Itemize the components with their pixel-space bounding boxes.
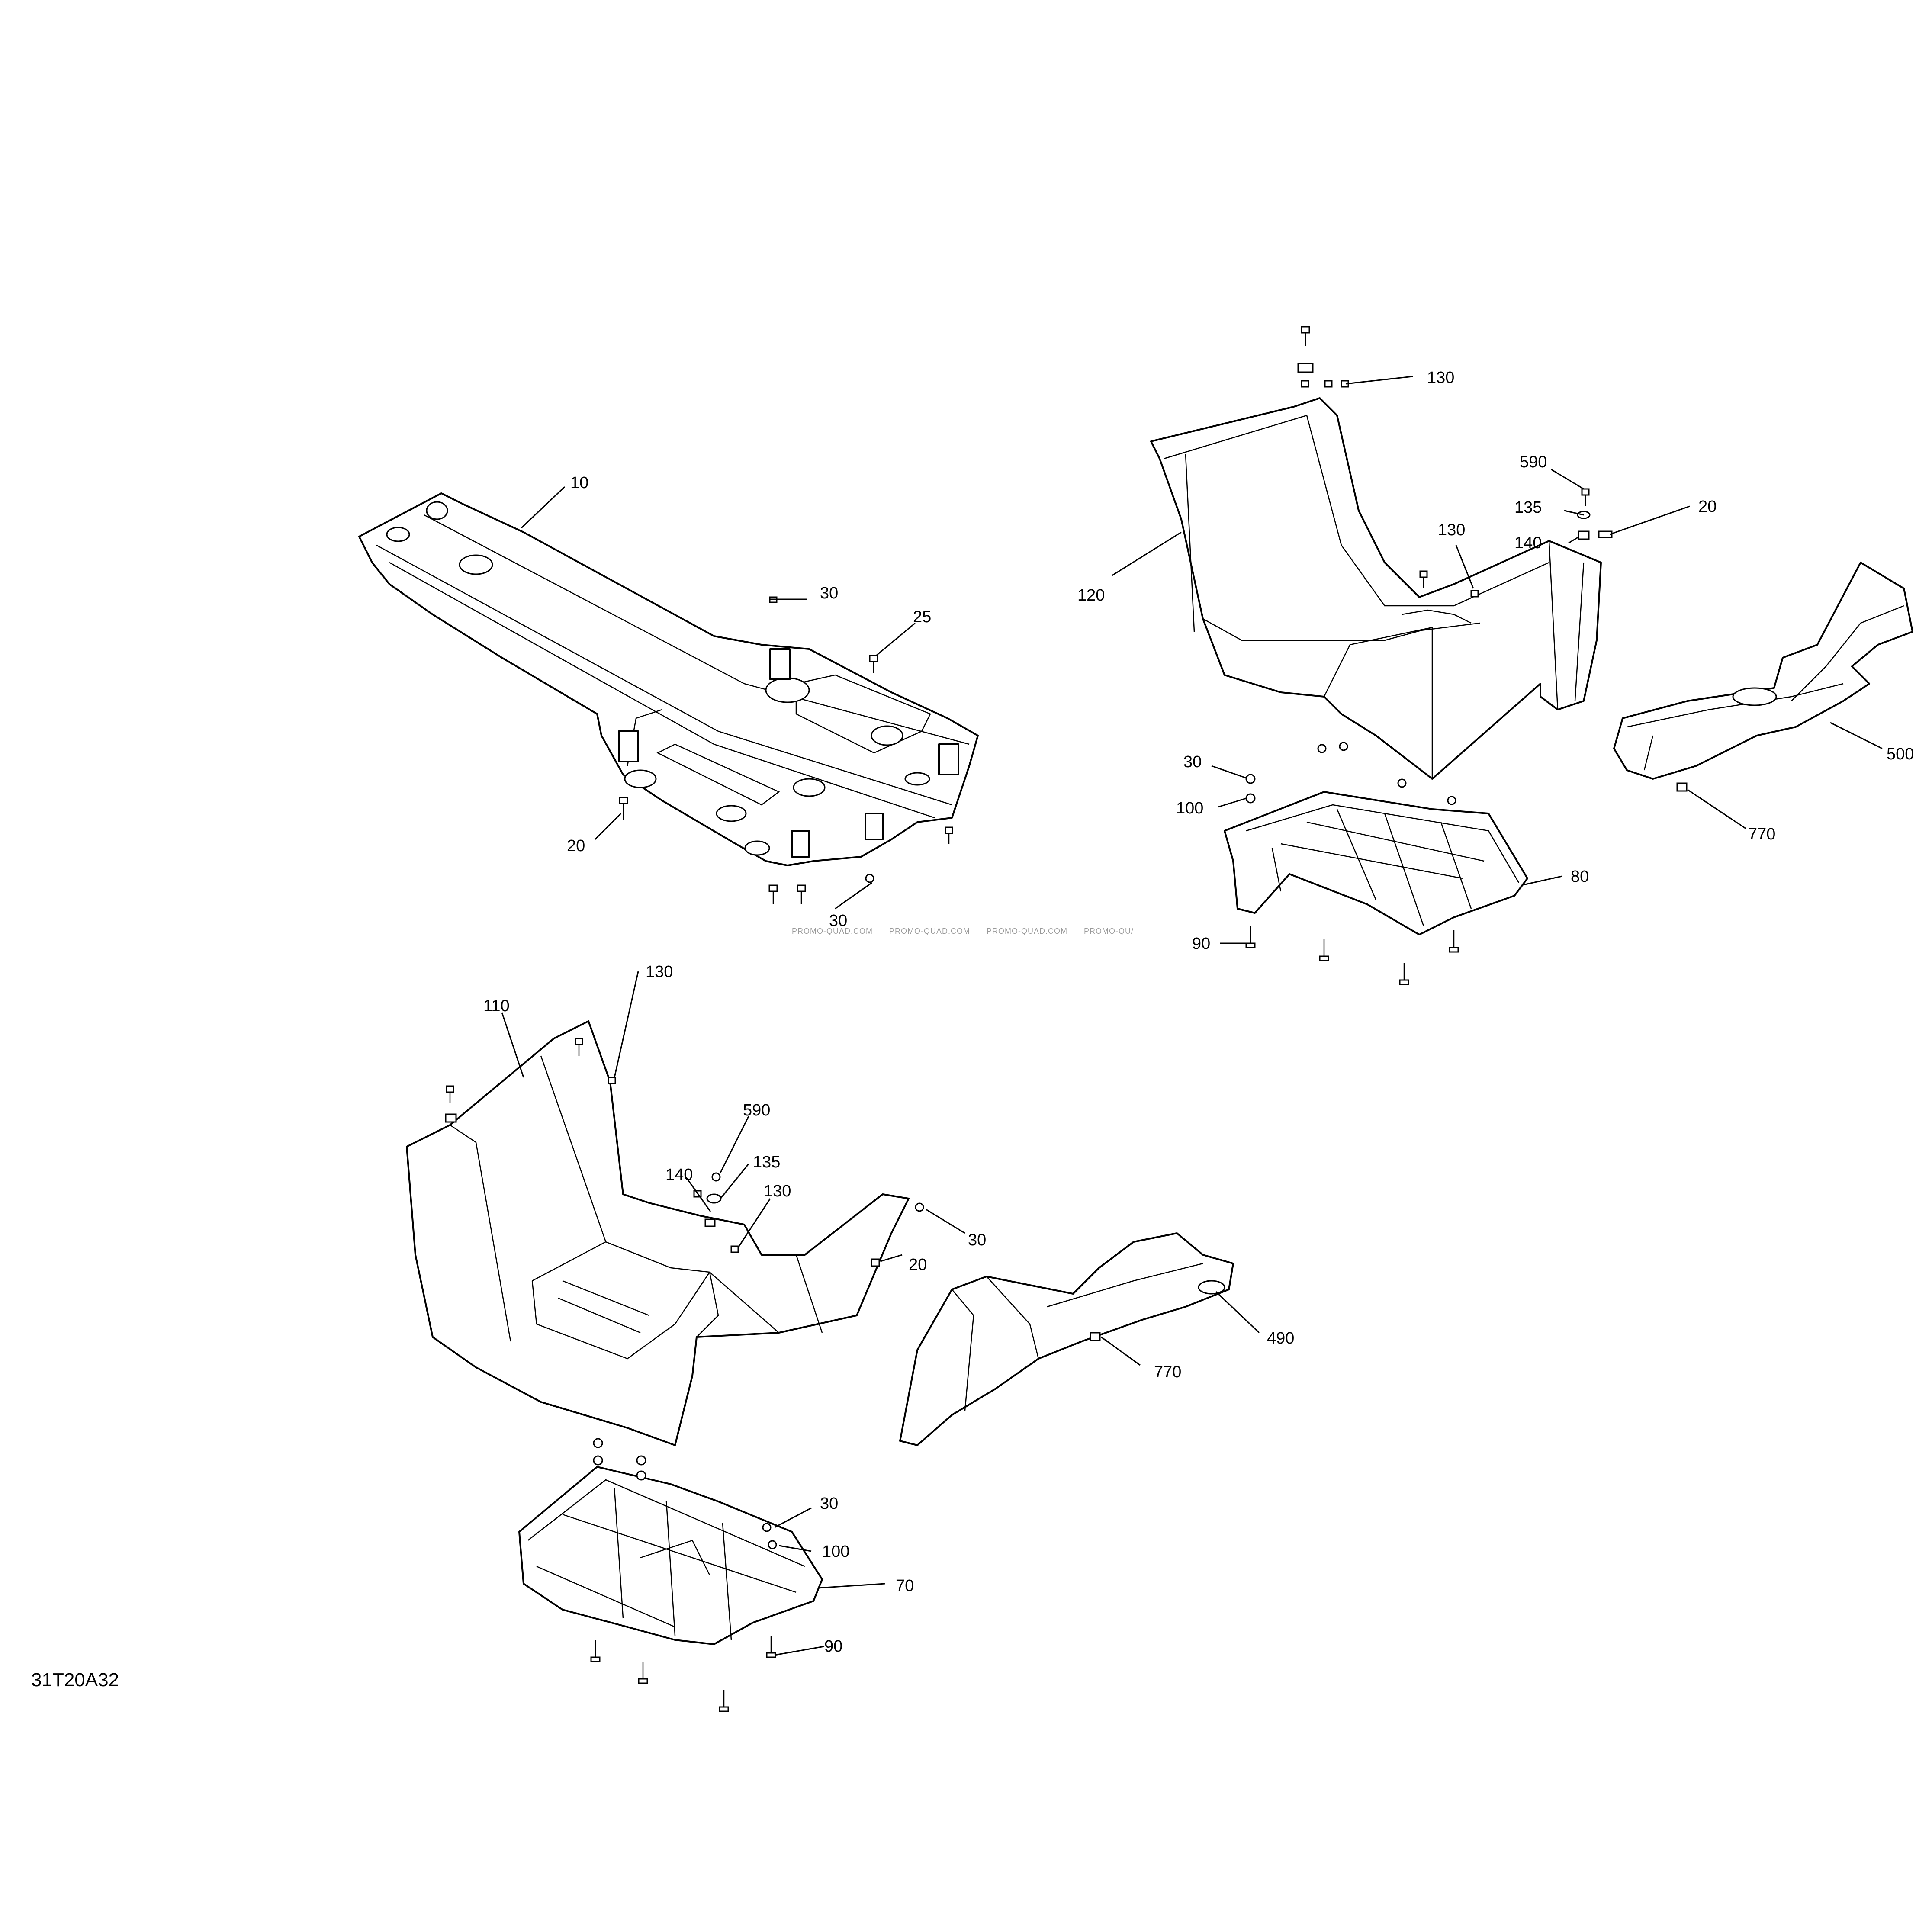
callout-130: 130	[646, 963, 673, 981]
callout-70: 70	[896, 1577, 914, 1595]
part-80-right-footrest	[1224, 791, 1528, 935]
watermark: PROMO-QUAD.COM PROMO-QUAD.COM PROMO-QUAD…	[792, 927, 1134, 935]
callout-30: 30	[968, 1231, 986, 1249]
diagram-id: 31T20A32	[31, 1669, 119, 1691]
part-70-left-footrest	[518, 1466, 823, 1645]
callout-100: 100	[822, 1543, 849, 1561]
callout-20: 20	[909, 1256, 927, 1274]
callout-130: 130	[1427, 369, 1454, 387]
callout-80: 80	[1571, 868, 1589, 886]
part-10-floor-pan	[358, 492, 979, 866]
watermark-2: PROMO-QUAD.COM	[889, 927, 970, 935]
callout-20: 20	[567, 837, 585, 855]
callout-10: 10	[570, 474, 588, 492]
callout-590: 590	[1520, 453, 1547, 471]
callout-110: 110	[483, 997, 510, 1015]
part-490-left-mudguard	[899, 1232, 1234, 1446]
callout-30: 30	[829, 912, 847, 930]
callout-135: 135	[753, 1153, 780, 1171]
callout-140: 140	[665, 1166, 693, 1184]
part-120-right-footwell	[1150, 397, 1602, 780]
callout-120: 120	[1077, 586, 1105, 604]
callout-135: 135	[1514, 498, 1542, 517]
callout-590: 590	[743, 1101, 770, 1119]
leader-lines	[501, 376, 1883, 1656]
callout-90: 90	[1192, 935, 1210, 953]
callouts: 10 30 25 20 30 130 590 135 20 140 130 12…	[483, 369, 1914, 1656]
watermark-4: PROMO-QU/	[1084, 927, 1134, 935]
callout-130: 130	[1438, 521, 1465, 539]
callout-25: 25	[913, 608, 931, 626]
callout-770: 770	[1748, 825, 1775, 843]
callout-100: 100	[1176, 799, 1203, 817]
callout-30: 30	[820, 584, 838, 602]
callout-30: 30	[820, 1495, 838, 1513]
callout-130: 130	[764, 1182, 791, 1200]
callout-770: 770	[1154, 1363, 1181, 1381]
callout-90: 90	[824, 1637, 842, 1656]
callout-500: 500	[1887, 745, 1914, 763]
callout-30: 30	[1183, 753, 1202, 771]
part-110-left-footwell	[406, 1020, 910, 1446]
callout-20: 20	[1698, 498, 1717, 516]
part-500-right-mudguard	[1613, 562, 1913, 780]
watermark-3: PROMO-QUAD.COM	[987, 927, 1067, 935]
callout-140: 140	[1514, 534, 1542, 552]
watermark-1: PROMO-QUAD.COM	[792, 927, 873, 935]
callout-490: 490	[1267, 1329, 1294, 1347]
